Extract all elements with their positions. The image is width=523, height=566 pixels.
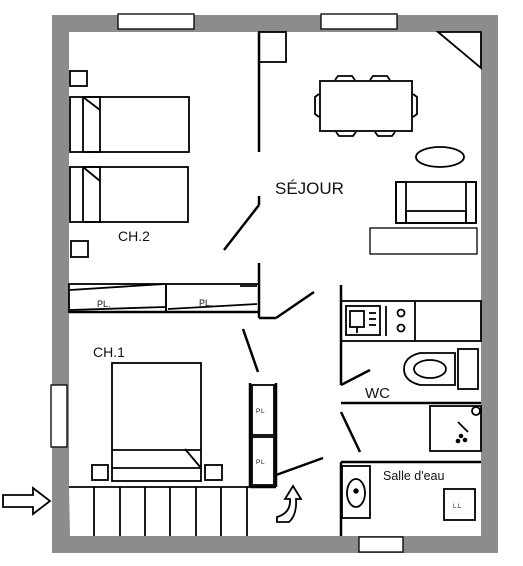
closet-label: P L xyxy=(256,459,265,466)
window-icon xyxy=(320,13,398,30)
interior-walls xyxy=(69,32,481,536)
round-table xyxy=(415,146,465,168)
window-icon xyxy=(358,536,404,553)
stairs xyxy=(69,486,250,536)
room-label-ch1: CH.1 xyxy=(93,344,125,360)
washing-machine xyxy=(443,488,476,521)
corner-triangle xyxy=(435,31,482,70)
dining-table xyxy=(314,75,418,137)
windows xyxy=(50,13,404,553)
closet-label: PL. xyxy=(97,299,111,309)
nightstand xyxy=(69,70,88,87)
window-icon xyxy=(50,384,68,448)
shower xyxy=(429,405,482,452)
tv-unit xyxy=(369,227,478,255)
washing-machine-label: L.L xyxy=(453,504,462,510)
nightstand xyxy=(91,464,109,481)
kitchen-counter xyxy=(340,300,482,342)
stairs-up-arrow-icon xyxy=(276,484,303,523)
toilet xyxy=(403,348,479,390)
entrance-arrow-icon[interactable] xyxy=(2,486,52,516)
sink xyxy=(341,465,371,519)
closet-2 xyxy=(165,283,260,313)
bed-ch2-top xyxy=(69,96,190,153)
bed-ch2-bottom xyxy=(69,166,189,223)
room-label-ch2: CH.2 xyxy=(118,228,150,244)
closet-label: P L xyxy=(256,408,265,415)
sejour-small-cabinet xyxy=(258,31,287,63)
room-label-sejour: SÉJOUR xyxy=(275,179,344,198)
room-label-salle-eau: Salle d'eau xyxy=(383,469,445,483)
sofa xyxy=(395,181,477,224)
nightstand xyxy=(70,240,89,258)
bed-ch1 xyxy=(111,362,202,482)
room-label-wc: WC xyxy=(365,385,390,402)
shower-icon xyxy=(429,405,482,452)
closet-1 xyxy=(68,283,167,313)
nightstand xyxy=(204,464,223,481)
window-icon xyxy=(117,13,195,30)
hall-closets xyxy=(251,384,275,486)
closet-label: PL. xyxy=(199,298,213,308)
